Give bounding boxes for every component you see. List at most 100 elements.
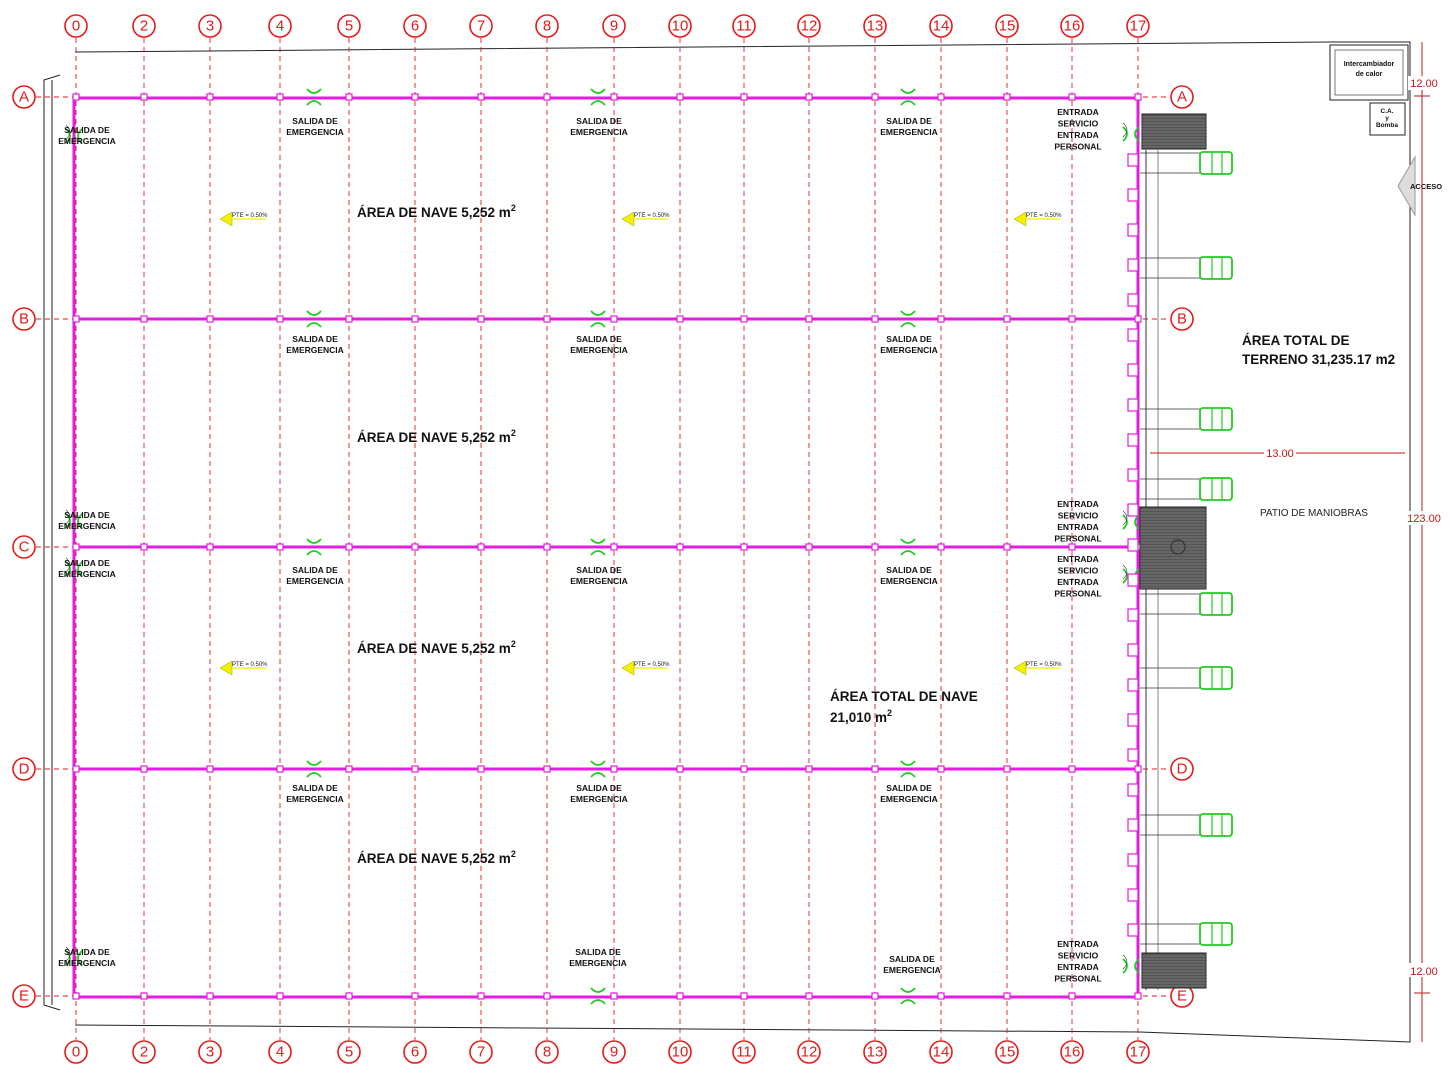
door-arc — [77, 561, 83, 577]
truck-icon — [1140, 592, 1233, 616]
bubble-text: 8 — [543, 18, 551, 35]
door-swing-icon — [306, 538, 322, 556]
bubble-text: 16 — [1064, 18, 1081, 35]
ca-label-l3: Bomba — [1376, 122, 1398, 129]
column-marker — [411, 315, 419, 323]
truck-cab — [1199, 813, 1233, 837]
column-marker — [805, 543, 813, 551]
dock-door — [1127, 398, 1139, 412]
exit-label-line1: SALIDA DE — [889, 954, 935, 964]
bubble-text: D — [1177, 761, 1188, 778]
column-marker — [477, 765, 485, 773]
bubble-circle — [268, 1040, 292, 1064]
dim-bg-horizontal — [1264, 446, 1296, 459]
bubble-circle — [602, 1040, 626, 1064]
column-bubble-6: 6 — [403, 14, 427, 38]
truck-icon — [1140, 407, 1233, 431]
dock-door — [1127, 818, 1139, 832]
bubble-text: E — [1177, 988, 1187, 1005]
door-leaf — [65, 124, 71, 140]
column-marker — [140, 93, 148, 101]
bubble-text: 17 — [1130, 1044, 1147, 1061]
column-marker — [72, 543, 80, 551]
slope-arrow-icon: PTE = 0.50% — [219, 660, 268, 676]
column-marker — [345, 93, 353, 101]
bubble-text: 12 — [801, 1044, 818, 1061]
exit-label-line1: SALIDA DE — [64, 510, 110, 520]
dock-door — [1127, 293, 1139, 307]
column-marker — [610, 93, 618, 101]
column-bubble-17: 17 — [1126, 14, 1150, 38]
bubble-text: 0 — [72, 18, 80, 35]
column-bubble-11: 11 — [732, 14, 756, 38]
bubble-text: 10 — [672, 18, 689, 35]
slope-arrow-icon: PTE = 0.50% — [1013, 211, 1062, 227]
column-marker — [345, 315, 353, 323]
column-marker — [1003, 765, 1011, 773]
dimension-bottom: 12.00 — [1410, 966, 1438, 978]
bubble-text: 4 — [276, 1044, 284, 1061]
column-marker — [676, 765, 684, 773]
slope-label: PTE = 0.50% — [232, 213, 268, 219]
terreno-label-line1: ÁREA TOTAL DE — [1242, 333, 1350, 348]
column-marker — [676, 992, 684, 1000]
entrance-label-4: PERSONAL — [1054, 142, 1101, 152]
entrance-label-3: ENTRADA — [1057, 130, 1099, 140]
bubble-circle — [1170, 757, 1194, 781]
door-swing-icon — [65, 509, 83, 529]
column-marker — [610, 992, 618, 1000]
area-label-4: ÁREA DE NAVE 5,252 m2 — [357, 849, 516, 866]
terreno-label-line2: TERRENO 31,235.17 m2 — [1242, 352, 1395, 367]
bubble-text: 15 — [999, 18, 1016, 35]
column-marker — [477, 93, 485, 101]
door-arc — [77, 950, 83, 966]
ca-label-l1: C.A. — [1381, 108, 1394, 115]
row-bubble-A: A — [12, 85, 36, 109]
bubble-circle — [12, 535, 36, 559]
entrance-label-2: SERVICIO — [1058, 119, 1099, 129]
column-bubble-4: 4 — [268, 14, 292, 38]
bubble-text: A — [1177, 89, 1187, 106]
bubble-circle — [732, 14, 756, 38]
column-marker — [610, 543, 618, 551]
entrance-label-2: SERVICIO — [1058, 566, 1099, 576]
door-arc — [306, 88, 322, 94]
arrow-head — [621, 660, 635, 676]
column-marker — [1134, 315, 1142, 323]
bubble-text: 7 — [477, 18, 485, 35]
column-marker — [543, 765, 551, 773]
column-marker — [140, 315, 148, 323]
column-marker — [72, 93, 80, 101]
column-marker — [805, 93, 813, 101]
door-arc — [590, 100, 606, 106]
door-arc — [306, 550, 322, 556]
column-marker — [72, 765, 80, 773]
bubble-text: D — [19, 761, 30, 778]
exit-label-line2: EMERGENCIA — [880, 794, 938, 804]
door-swing-icon — [900, 987, 916, 1005]
bubble-text: 5 — [345, 1044, 353, 1061]
bubble-circle — [12, 757, 36, 781]
bubble-circle — [929, 1040, 953, 1064]
dock-ramp-middle — [1139, 506, 1207, 590]
intercambiador-label-l1: Intercambiador — [1344, 61, 1395, 68]
bubble-text: 6 — [411, 18, 419, 35]
bubble-circle — [797, 1040, 821, 1064]
dock-door — [1127, 328, 1139, 342]
door-arc — [306, 538, 322, 544]
dock-door — [1127, 713, 1139, 727]
exit-label-line1: SALIDA DE — [886, 565, 932, 575]
door-arc — [65, 128, 71, 144]
bubble-circle — [863, 14, 887, 38]
column-marker — [740, 543, 748, 551]
column-bubble-7: 7 — [469, 1040, 493, 1064]
bubble-circle — [268, 14, 292, 38]
entrance-label-3: ENTRADA — [1057, 962, 1099, 972]
column-marker — [543, 992, 551, 1000]
column-bubble-9: 9 — [602, 1040, 626, 1064]
door-swing-icon — [306, 88, 322, 106]
door-arc — [306, 322, 322, 328]
dock-door — [1127, 748, 1139, 762]
column-bubble-17: 17 — [1126, 1040, 1150, 1064]
bubble-text: 0 — [72, 1044, 80, 1061]
